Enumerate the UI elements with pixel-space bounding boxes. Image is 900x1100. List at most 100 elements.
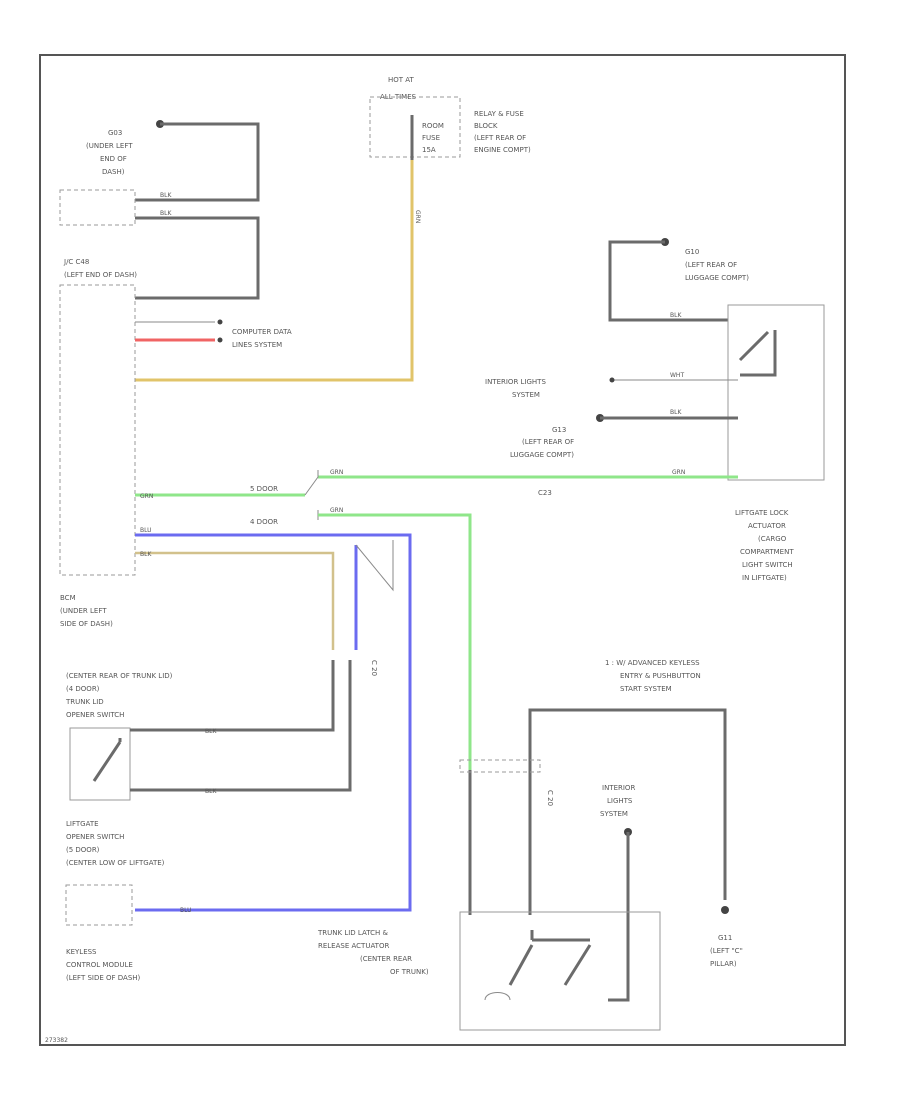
liftgate-opener-label-2: OPENER SWITCH: [66, 833, 124, 841]
liftgate-lock-label-4: COMPARTMENT: [740, 548, 794, 556]
g03-label-2: (UNDER LEFT: [86, 142, 133, 150]
relay-fuse-label-2: BLOCK: [474, 122, 498, 130]
liftgate-opener-label-4: (CENTER LOW OF LIFTGATE): [66, 859, 165, 867]
relay-fuse-label-1: RELAY & FUSE: [474, 110, 524, 118]
g10-label-3: LUGGAGE COMPT): [685, 274, 749, 282]
diagram-code: 273382: [45, 1037, 68, 1044]
g13-label-2: (LEFT REAR OF: [522, 438, 574, 446]
g11-label-2: (LEFT "C": [710, 947, 743, 955]
liftgate-switch: [738, 330, 777, 377]
door-selector: [304, 470, 319, 520]
connector-box: [459, 759, 541, 773]
opener-wire-2: [130, 660, 352, 792]
g13-label-3: LUGGAGE COMPT): [510, 451, 574, 459]
opener-switch-symbol: [92, 738, 122, 782]
interior-lights2-label-3: SYSTEM: [600, 810, 628, 818]
bcm-label-1: BCM: [60, 594, 76, 602]
interior-light-system: SYSTEM: [512, 391, 540, 399]
c23-label: C23: [538, 489, 552, 497]
tan-wire: [135, 551, 335, 650]
g13-label-1: G13: [552, 426, 566, 434]
liftgate-opener-label-3: (5 DOOR): [66, 846, 100, 854]
interior-lights2-wire: [608, 832, 630, 1002]
keyless-label-2: CONTROL MODULE: [66, 961, 133, 969]
g11-label-1: G11: [718, 934, 732, 942]
jc-label-1: J/C C48: [63, 258, 89, 266]
c20-label-2: C 20: [546, 790, 554, 806]
actuator-motor: [484, 992, 511, 1001]
five-door-label: 5 DOOR: [250, 485, 278, 493]
interior-light-label: INTERIOR LIGHTS: [485, 378, 546, 386]
keyless-label-3: (LEFT SIDE OF DASH): [66, 974, 141, 982]
bcm-box: [59, 284, 136, 576]
interior-lights2-label-2: LIGHTS: [607, 797, 633, 805]
c20-label-1: C 20: [370, 660, 378, 676]
c20-switch: [355, 540, 394, 592]
trunk-act-label-4: OF TRUNK): [390, 968, 429, 976]
keyless-label-1: KEYLESS: [66, 948, 97, 956]
g10-label-1: G10: [685, 248, 699, 256]
wht-code: WHT: [670, 372, 684, 379]
trunk-opener-label-3: TRUNK LID: [65, 698, 104, 706]
opener-wire-code-1: BLK: [205, 728, 217, 735]
blu-code-2: BLU: [180, 907, 192, 914]
yellow-wire: [135, 160, 414, 382]
g11-ground-dot: [721, 906, 729, 914]
blue-wire: [135, 533, 412, 912]
opener-wire-1: [130, 660, 335, 732]
opener-switch-box: [69, 727, 131, 801]
blk-code-1: BLK: [160, 192, 172, 199]
jc-label-2: (LEFT END OF DASH): [64, 271, 137, 279]
g03-label-3: END OF: [100, 155, 127, 163]
note-wire: [528, 708, 727, 900]
four-door-label: 4 DOOR: [250, 518, 278, 526]
liftgate-lock-box: [727, 304, 825, 481]
liftgate-lock-label-1: LIFTGATE LOCK: [735, 509, 789, 517]
keyless-module-box: [65, 884, 133, 926]
trunk-act-label-1: TRUNK LID LATCH &: [317, 929, 388, 937]
g10-wire-code: BLK: [670, 312, 682, 319]
g13-wire-code: BLK: [670, 409, 682, 416]
g03-loop-wire: [135, 122, 260, 202]
trunk-act-label-3: (CENTER REAR: [360, 955, 412, 963]
relay-fuse-label-3: (LEFT REAR OF: [474, 134, 526, 142]
actuator-switch-1: [508, 930, 534, 986]
green-4door-wire: [318, 513, 472, 770]
liftgate-opener-label-1: LIFTGATE: [66, 820, 99, 828]
g03-loop-wire-2: [135, 216, 260, 300]
note-line-1: 1 : W/ ADVANCED KEYLESS: [605, 659, 700, 667]
note-line-2: ENTRY & PUSHBUTTON: [620, 672, 701, 680]
blu-code-1: BLU: [140, 527, 152, 534]
opener-wire-code-2: BLK: [205, 788, 217, 795]
trunk-actuator-box: [459, 911, 661, 1031]
green-code-4: GRN: [330, 507, 343, 514]
green-code-3: GRN: [140, 493, 153, 500]
g11-label-3: PILLAR): [710, 960, 737, 968]
actuator-switch-2: [532, 938, 592, 986]
liftgate-lock-label-5: LIGHT SWITCH: [742, 561, 793, 569]
computer-data-label-2: LINES SYSTEM: [232, 341, 282, 349]
fuse-name-1: ROOM: [422, 122, 444, 130]
trunk-opener-label-1: (CENTER REAR OF TRUNK LID): [66, 672, 173, 680]
interior-light-arrow: [609, 377, 615, 383]
fuse-name-3: 15A: [422, 146, 436, 154]
green-code-2: GRN: [672, 469, 685, 476]
liftgate-lock-label-2: ACTUATOR: [748, 522, 786, 530]
relay-fuse-label-4: ENGINE COMPT): [474, 146, 531, 154]
liftgate-lock-label-3: (CARGO: [758, 535, 787, 543]
g10-wire: [608, 240, 728, 322]
liftgate-lock-label-6: IN LIFTGATE): [742, 574, 787, 582]
computer-arrow-2: [217, 337, 223, 343]
tan-code: BLK: [140, 551, 152, 558]
bcm-label-3: SIDE OF DASH): [60, 620, 113, 628]
green-code-1: GRN: [330, 469, 343, 476]
trunk-opener-label-4: OPENER SWITCH: [66, 711, 124, 719]
interior-lights2-label-1: INTERIOR: [602, 784, 635, 792]
computer-arrow-1: [217, 319, 223, 325]
g10-label-2: (LEFT REAR OF: [685, 261, 737, 269]
note-line-3: START SYSTEM: [620, 685, 672, 693]
bcm-label-2: (UNDER LEFT: [60, 607, 107, 615]
trunk-opener-label-2: (4 DOOR): [66, 685, 100, 693]
relay-fuse-box: [369, 96, 461, 158]
